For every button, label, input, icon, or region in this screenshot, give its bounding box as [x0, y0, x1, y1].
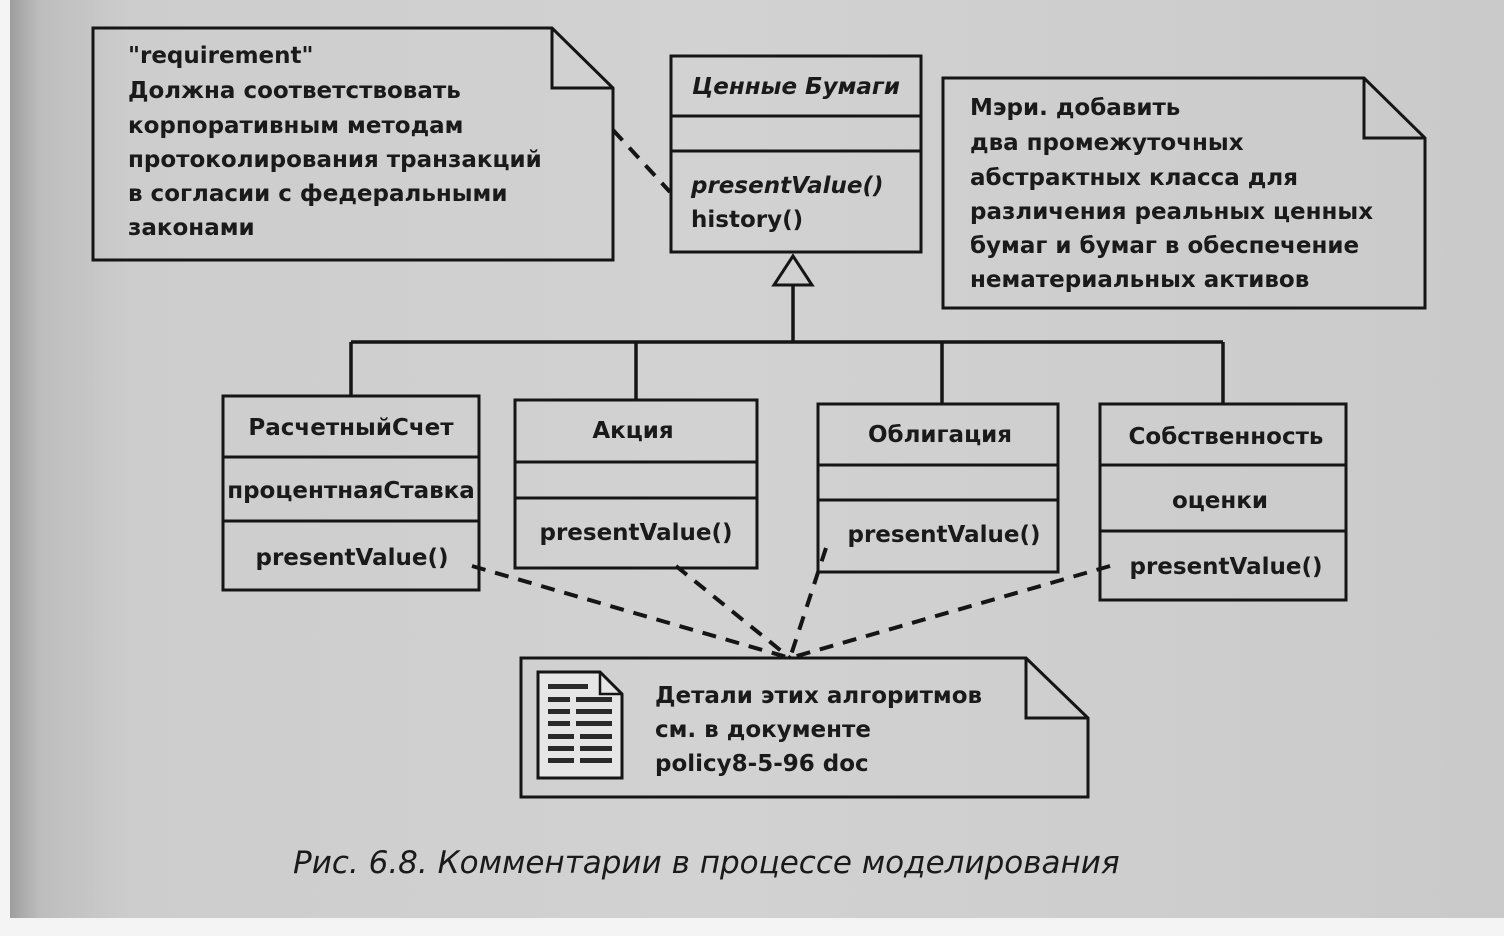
details-note-anchors	[471, 547, 1111, 660]
details-note-line: см. в документе	[655, 717, 871, 743]
class-stock: Акция presentValue()	[513, 398, 759, 570]
requirement-note-fold	[550, 28, 613, 90]
class-property: Собственность оценки presentValue()	[1098, 402, 1348, 602]
requirement-note: "requirement" Должна соответствовать кор…	[91, 26, 615, 262]
class-account-operation: presentValue()	[255, 545, 448, 571]
generalization-arrowhead	[771, 253, 815, 287]
anchor-stock-operation	[674, 564, 792, 660]
class-securities-box	[669, 54, 923, 254]
generalization-tree	[349, 253, 1225, 404]
requirement-note-line: корпоративным методам	[128, 113, 463, 139]
anchor-account-operation	[471, 564, 791, 660]
class-account-name: РасчетныйСчет	[248, 415, 454, 441]
mary-note-line: нематериальных активов	[970, 267, 1309, 293]
details-note-line: Детали этих алгоритмов	[655, 683, 982, 709]
requirement-note-line: Должна соответствовать	[128, 78, 461, 104]
class-securities-operation: history()	[691, 207, 803, 233]
class-property-box	[1098, 402, 1348, 602]
requirement-note-line: в согласии с федеральными	[128, 181, 507, 207]
class-securities-operation-abstract: presentValue()	[690, 173, 883, 199]
requirement-note-anchor	[611, 128, 672, 194]
class-stock-box	[513, 398, 759, 570]
details-note-line: policy8-5-96 doc	[655, 751, 869, 777]
class-bond-operation: presentValue()	[847, 522, 1040, 548]
mary-note-line: различения реальных ценных	[970, 199, 1373, 225]
mary-note-line: Мэри. добавить	[970, 95, 1180, 121]
document-icon	[536, 670, 624, 780]
anchor-bond-operation	[788, 547, 828, 659]
requirement-note-line: протоколирования транзакций	[128, 147, 542, 173]
class-account-attribute: процентнаяСтавка	[227, 478, 475, 504]
class-securities: Ценные Бумаги presentValue() history()	[669, 54, 923, 254]
mary-note-fold	[1362, 78, 1425, 140]
class-bond-name: Облигация	[868, 422, 1012, 448]
class-account: РасчетныйСчет процентнаяСтавка presentVa…	[221, 394, 481, 592]
class-account-box	[221, 394, 481, 592]
requirement-note-line: "requirement"	[128, 43, 314, 69]
figure-caption: Рис. 6.8. Комментарии в процессе моделир…	[293, 845, 1120, 881]
class-property-attribute: оценки	[1172, 488, 1268, 514]
class-stock-name: Акция	[592, 418, 673, 444]
mary-note-body	[941, 76, 1427, 310]
mary-note: Мэри. добавить два промежуточных абстрак…	[941, 76, 1427, 310]
mary-note-line: два промежуточных	[970, 130, 1244, 156]
class-securities-name: Ценные Бумаги	[692, 74, 900, 100]
class-property-name: Собственность	[1129, 424, 1324, 450]
class-stock-operation: presentValue()	[539, 520, 732, 546]
mary-note-line: абстрактных класса для	[970, 165, 1298, 191]
class-bond: Облигация presentValue()	[816, 402, 1060, 574]
mary-note-line: бумаг и бумаг в обеспечение	[970, 233, 1359, 259]
class-bond-box	[816, 402, 1060, 574]
details-note-fold	[1024, 658, 1088, 720]
anchor-property-operation	[789, 564, 1111, 660]
requirement-note-line: законами	[128, 215, 255, 241]
details-note-body	[519, 656, 1090, 799]
requirement-note-body	[91, 26, 615, 262]
details-note: Детали этих алгоритмов см. в документе p…	[519, 656, 1090, 799]
class-property-operation: presentValue()	[1129, 554, 1322, 580]
